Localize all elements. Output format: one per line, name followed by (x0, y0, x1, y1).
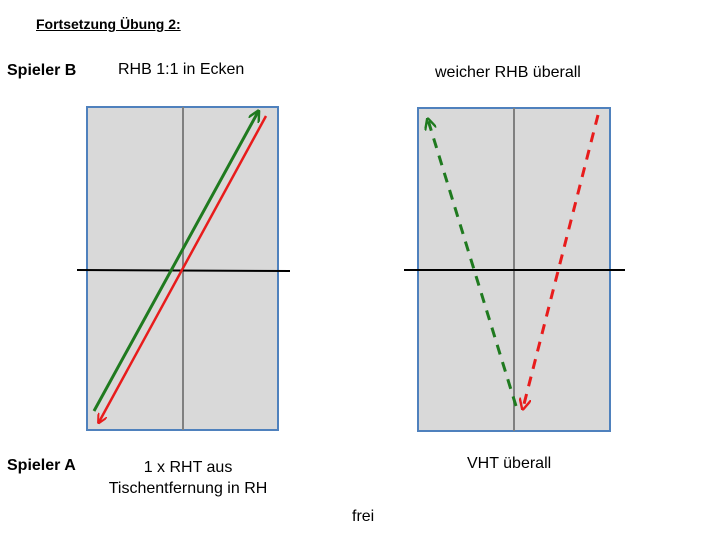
right-table-bottom-caption: VHT überall (467, 455, 552, 472)
footer-text: frei (352, 508, 375, 525)
left-red-arrow (99, 115, 268, 422)
right-table (404, 107, 625, 432)
left-table-bottom-caption: 1 x RHT aus Tischentfernung in RH (108, 459, 268, 497)
player-a-label: Spieler A (7, 457, 76, 474)
left-table-net (76, 269, 291, 272)
right-table-top-caption: weicher RHB überall (435, 64, 581, 81)
left-green-arrow (92, 112, 258, 412)
player-b-label: Spieler B (7, 62, 77, 79)
right-red-dashed-arrow (523, 114, 600, 408)
slide-title: Fortsetzung Übung 2: (36, 16, 181, 32)
left-table (76, 106, 291, 431)
left-table-top-caption: RHB 1:1 in Ecken (118, 61, 245, 78)
right-green-dashed-arrow (428, 120, 518, 407)
